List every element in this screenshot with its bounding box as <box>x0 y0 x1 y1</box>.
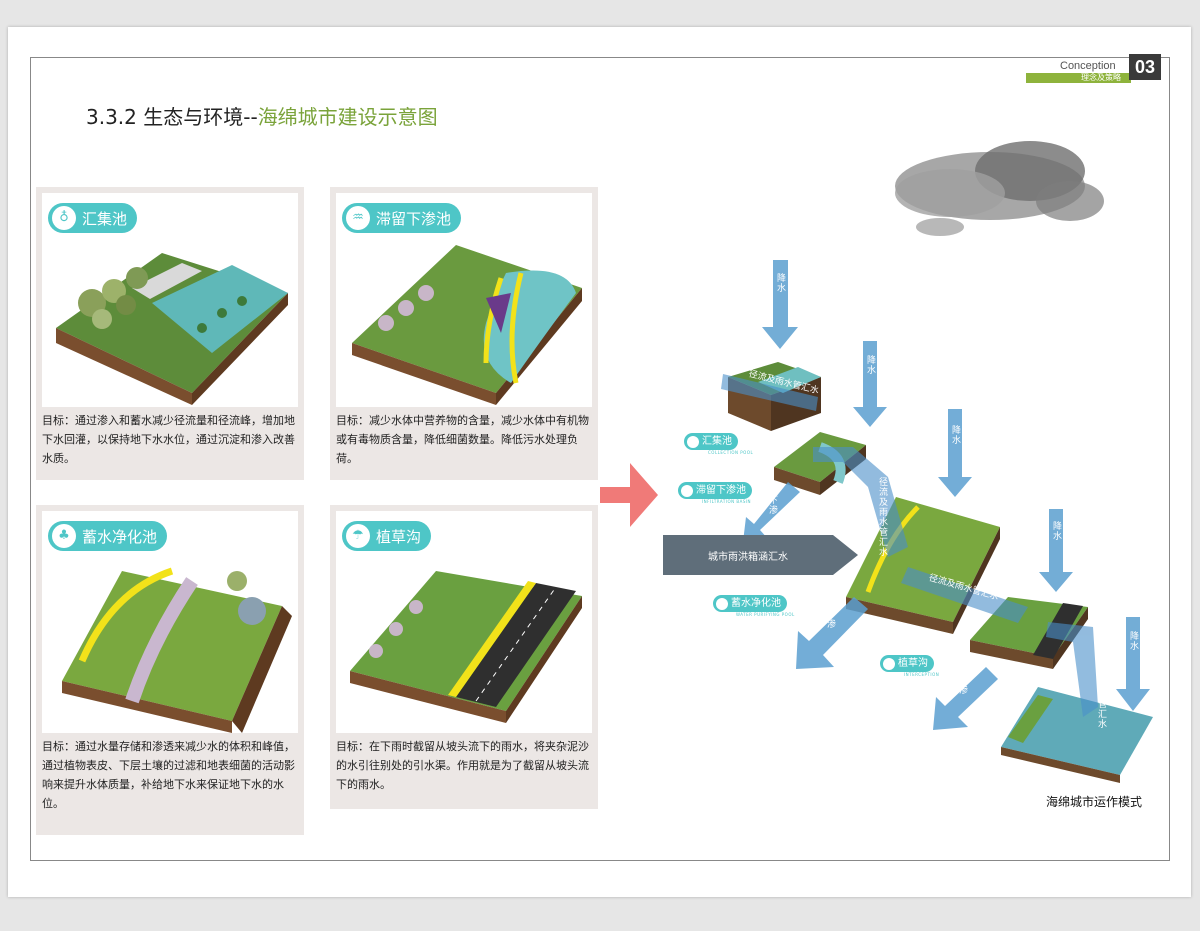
card-label: 蓄水净化池 <box>82 527 158 546</box>
card-water-purifying-pool: ♣ 蓄水净化池 目标：通过水量存储和渗透来减少水的体积和峰值，通过植物表皮、下层土… <box>36 505 304 835</box>
rain-label-5: 降水 <box>1128 631 1138 651</box>
rain-label-1: 降水 <box>775 273 785 293</box>
card-interception: ☂ 植草沟 目标：在下雨时截留从坡头流下的雨水，将夹杂泥沙的水引往别处的引水渠。作… <box>330 505 598 809</box>
header-conception: Conception <box>1060 60 1116 72</box>
diagram-tag-infiltration-basin: 滞留下渗池 <box>678 482 752 499</box>
card-illustration: ♣ 蓄水净化池 <box>42 511 298 733</box>
flow-arrow-icon <box>600 463 658 527</box>
page-title: 3.3.2 生态与环境--海绵城市建设示意图 <box>86 101 438 130</box>
card-infiltration-basin: ♒ 滞留下渗池 目标：减少水体中营养物的含量，减少水体中有机物或有毒物质含量，降低… <box>330 187 598 480</box>
title-highlight: 海绵城市建设示意图 <box>257 105 438 129</box>
page: Conception 理念及策略 03 3.3.2 生态与环境--海绵城市建设示… <box>8 27 1191 897</box>
tag-en-infiltration-basin: INFILTRATION BASIN <box>702 499 752 504</box>
tag-label: 滞留下渗池 <box>696 485 746 496</box>
grass-icon <box>716 597 728 610</box>
interception-illustration <box>350 571 582 723</box>
collection-pool-illustration <box>56 253 288 405</box>
infiltration-basin-illustration <box>352 245 582 405</box>
rain-label-2: 降水 <box>865 355 875 375</box>
card-description: 目标：在下雨时截留从坡头流下的雨水，将夹杂泥沙的水引往别处的引水渠。作用就是为了… <box>336 740 589 791</box>
card-collection-pool: ♁ 汇集池 目标：通过渗入和蓄水减少径流量和径流峰，增加地下水回灌，以保持地下水水… <box>36 187 304 480</box>
infiltration-icon: ♒ <box>346 206 370 230</box>
card-illustration: ☂ 植草沟 <box>336 511 592 733</box>
diagram-tag-collection-pool: 汇集池 <box>684 433 738 450</box>
infiltration-label-2: 下渗 <box>825 609 835 629</box>
card-description: 目标：通过水量存储和渗透来减少水的体积和峰值，通过植物表皮、下层土壤的过滤和地表… <box>42 740 295 810</box>
grass-icon: ♣ <box>52 524 76 548</box>
rain-label-4: 降水 <box>1051 521 1061 541</box>
city-flood-label: 城市雨洪箱涵汇水 <box>708 552 788 563</box>
cloud-icon <box>895 141 1104 236</box>
rain-icon <box>883 657 895 670</box>
tag-interception: ☂ 植草沟 <box>342 521 432 551</box>
card-illustration: ♁ 汇集池 <box>42 193 298 407</box>
tag-collection-pool: ♁ 汇集池 <box>48 203 138 233</box>
card-description: 目标：减少水体中营养物的含量，减少水体中有机物或有毒物质含量，降低细菌数量。降低… <box>336 414 589 465</box>
runoff-label-4: 径流及雨水管汇水 <box>1096 649 1106 729</box>
diagram-caption: 海绵城市运作模式 <box>1046 795 1143 809</box>
infiltration-label-3: 下渗 <box>957 675 967 695</box>
card-illustration: ♒ 滞留下渗池 <box>336 193 592 407</box>
diagram-tag-interception: 植草沟 <box>880 655 934 672</box>
tag-en-water-purifying-pool: WATER PURIFYING POOL <box>736 612 795 617</box>
tag-label: 蓄水净化池 <box>731 598 781 609</box>
runoff-label-2: 径流及雨水管汇水 <box>877 477 887 557</box>
rain-icon: ☂ <box>346 524 370 548</box>
tag-label: 植草沟 <box>898 658 928 669</box>
droplet-icon: ♁ <box>52 206 76 230</box>
page-frame <box>30 57 1170 861</box>
card-label: 滞留下渗池 <box>376 209 452 228</box>
header-subtitle: 理念及策略 <box>1026 73 1131 83</box>
infiltration-icon <box>681 484 693 497</box>
header-number: 03 <box>1129 54 1161 80</box>
card-description: 目标：通过渗入和蓄水减少径流量和径流峰，增加地下水回灌，以保持地下水水位，通过沉… <box>42 414 295 465</box>
tag-label: 汇集池 <box>702 436 732 447</box>
card-label: 汇集池 <box>82 209 128 228</box>
diagram-tag-water-purifying-pool: 蓄水净化池 <box>713 595 787 612</box>
card-label: 植草沟 <box>376 527 422 546</box>
rain-label-3: 降水 <box>950 425 960 445</box>
tag-water-purifying-pool: ♣ 蓄水净化池 <box>48 521 168 551</box>
droplet-icon <box>687 435 699 448</box>
title-main: 3.3.2 生态与环境-- <box>86 105 258 129</box>
tag-en-collection-pool: COLLECTION POOL <box>708 450 754 455</box>
infiltration-label-1: 下渗 <box>767 495 777 515</box>
water-purifying-pool-illustration <box>62 567 292 733</box>
tag-en-interception: INTERCEPTION <box>904 672 940 677</box>
tag-infiltration-basin: ♒ 滞留下渗池 <box>342 203 462 233</box>
